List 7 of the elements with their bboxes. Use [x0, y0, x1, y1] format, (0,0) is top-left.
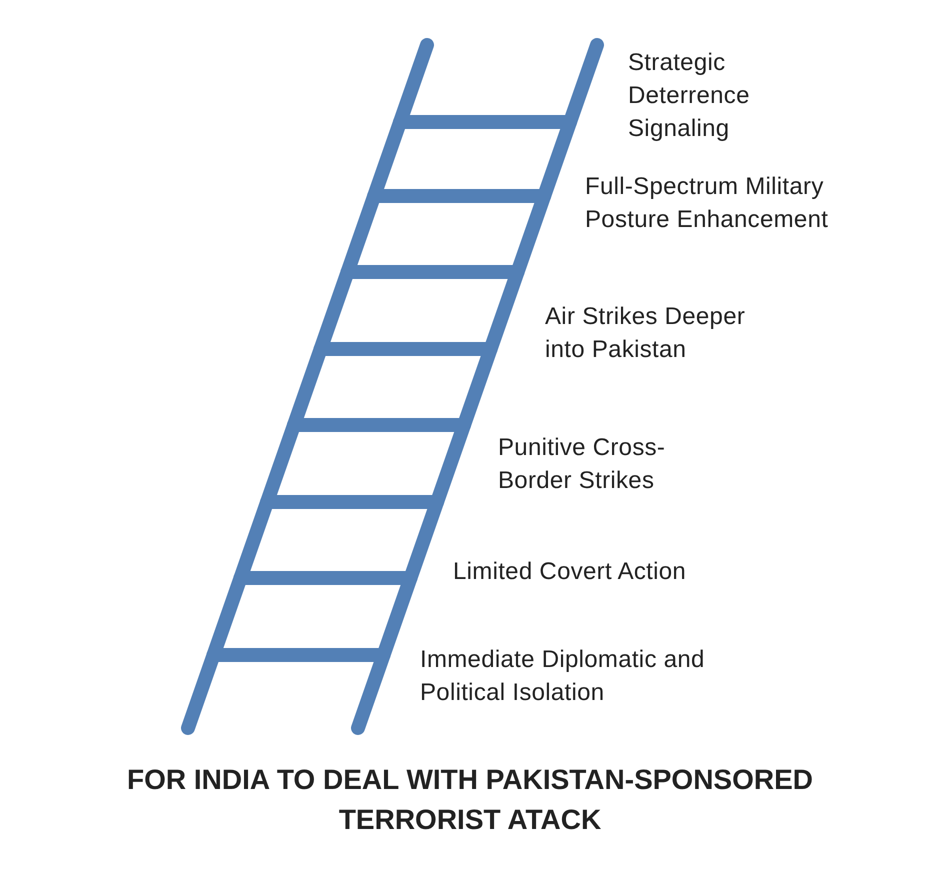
step-label: Immediate Diplomatic and Political Isolation [420, 645, 706, 708]
step-label: Limited Covert Action [453, 557, 688, 587]
step-label: Strategic Deterrence Signaling [628, 48, 751, 144]
step-label: Full-Spectrum Military Posture Enhancement [585, 172, 830, 235]
step-label: Air Strikes Deeper into Pakistan [545, 302, 746, 365]
caption: FOR INDIA TO DEAL WITH PAKISTAN-SPONSORED TERRORIST ATACK [126, 763, 814, 837]
step-label: Punitive Cross-Border Strikes [498, 433, 666, 496]
